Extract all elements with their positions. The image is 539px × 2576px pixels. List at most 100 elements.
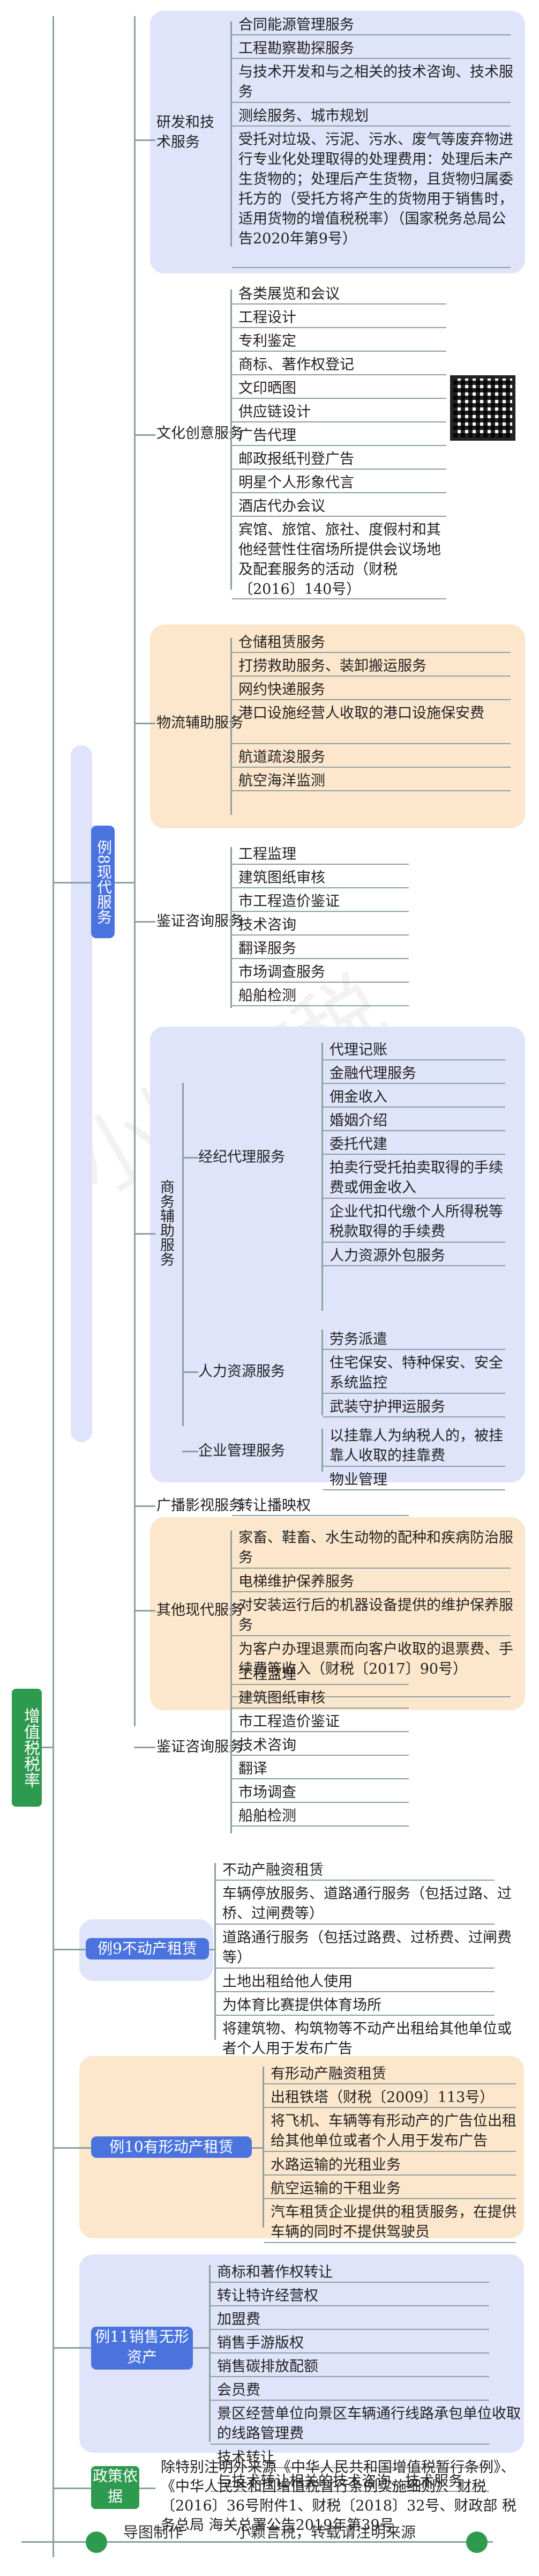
example9-spine [214, 1863, 216, 2040]
list-item: 住宅保安、特种保安、安全系统监控 [330, 1355, 503, 1391]
item-underline [232, 1568, 511, 1569]
item-underline [323, 1265, 505, 1266]
item-underline [232, 958, 409, 959]
logistics-label: 物流辅助服务 [156, 715, 243, 731]
item-underline [232, 911, 409, 912]
item-underline [232, 767, 511, 768]
agency-label: 经纪代理服务 [198, 1149, 285, 1165]
item-underline [232, 982, 409, 983]
item-underline [323, 1393, 505, 1394]
example9-spine-link [209, 1949, 214, 1950]
list-item: 将飞机、车辆等有形动产的广告位出租给其他单位或者个人用于发布广告 [271, 2113, 516, 2149]
item-underline [232, 1684, 409, 1685]
rd-panel [150, 11, 525, 273]
item-underline [211, 2491, 489, 2492]
rd-connector [134, 139, 155, 141]
list-item: 翻译服务 [238, 940, 296, 957]
item-underline [216, 2015, 495, 2016]
list-item: 将建筑物、构筑物等不动产出租给其他单位或者个人用于发布广告 [222, 2021, 512, 2057]
item-underline [232, 934, 409, 936]
hr-label: 人力资源服务 [198, 1363, 285, 1380]
item-underline [216, 1991, 495, 1992]
item-underline [211, 2400, 489, 2401]
list-item: 航空运输的干租业务 [271, 2180, 401, 2197]
item-underline [232, 743, 511, 744]
list-item: 技术转让 [217, 2449, 275, 2466]
item-underline [232, 652, 511, 653]
item-underline [323, 1466, 505, 1467]
item-underline [232, 699, 511, 700]
item-underline [211, 2282, 489, 2283]
list-item: 技术咨询 [238, 917, 296, 933]
item-underline [323, 1130, 505, 1131]
item-underline [211, 2352, 489, 2354]
item-underline [232, 374, 446, 375]
list-item: 代理记账 [330, 1042, 387, 1058]
assurance-label: 鉴证咨询服务 [156, 913, 243, 930]
business-spine [182, 1083, 184, 1426]
item-underline [323, 1416, 505, 1417]
list-item: 不动产融资租赁 [222, 1862, 324, 1879]
list-item: 武装守护押运服务 [330, 1399, 445, 1415]
business-connector [134, 1233, 155, 1235]
item-underline [232, 398, 446, 399]
hr-connector [182, 1371, 198, 1373]
item-underline [232, 1778, 409, 1779]
footer-line [21, 2541, 493, 2543]
list-item: 企业代扣代缴个人所得税等税款取得的手续费 [330, 1204, 503, 1240]
list-item: 销售碳排放配额 [217, 2358, 318, 2375]
item-underline [264, 2174, 516, 2176]
list-item: 会员费 [217, 2382, 260, 2399]
example9-node[interactable]: 例9不动产租赁 [86, 1938, 209, 1959]
broadcast-label: 广播影视服务 [156, 1497, 243, 1514]
item-underline [232, 1708, 409, 1709]
item-underline [264, 2151, 516, 2152]
footer-right: 小颖言税，转载请注明来源 [236, 2523, 416, 2541]
broadcast-connector [134, 1505, 155, 1507]
example8-connector [54, 882, 91, 884]
rd-spine [230, 21, 232, 247]
item-underline [264, 2107, 516, 2108]
list-item: 车辆停放服务、道路通行服务（包括过路、过桥、过闸费等） [222, 1885, 512, 1922]
agency-spine [321, 1043, 323, 1311]
root-node[interactable]: 增值税税率 [12, 1689, 42, 1807]
list-item: 电梯维护保养服务 [238, 1573, 354, 1590]
example11-node[interactable]: 例11销售无形资产 [91, 2327, 193, 2370]
item-underline [216, 1880, 495, 1881]
list-item: 有形动产融资租赁 [271, 2066, 386, 2082]
example10-node[interactable]: 例10有形动产租赁 [91, 2136, 252, 2158]
item-underline [232, 421, 446, 422]
list-item: 物业管理 [330, 1472, 387, 1488]
item-underline [232, 887, 409, 888]
list-item: 供应链设计 [238, 404, 311, 420]
list-item: 劳务派遣 [330, 1331, 387, 1348]
item-underline [323, 1083, 505, 1084]
policy-node[interactable]: 政策依据 [91, 2466, 139, 2509]
list-item: 土地出租给他人使用 [222, 1973, 353, 1990]
list-item: 与技术开发和与之相关的技术咨询、技术服务 [238, 64, 513, 100]
rd-label: 研发和技术服务 [156, 114, 214, 151]
culture-spine [230, 289, 232, 590]
list-item: 酒店代办会议 [238, 498, 325, 515]
item-underline [323, 1198, 505, 1199]
list-item: 航空海洋监测 [238, 773, 325, 789]
item-underline [264, 2198, 516, 2199]
root-connector [42, 1747, 54, 1748]
assurance2-connector [134, 1747, 155, 1748]
list-item: 转让播映权 [238, 1497, 311, 1514]
item-underline [211, 2376, 489, 2377]
item-underline [232, 1696, 511, 1697]
item-underline [211, 2444, 489, 2445]
list-item: 船舶检测 [238, 988, 296, 1004]
item-underline [216, 1968, 495, 1969]
logistics-spine [230, 638, 232, 815]
mgmt-spine [321, 1429, 323, 1472]
list-item: 建筑图纸审核 [238, 870, 325, 886]
list-item: 委托代建 [330, 1136, 387, 1153]
item-underline [232, 675, 511, 677]
list-item: 明星个人形象代言 [238, 474, 354, 491]
item-underline [232, 1591, 511, 1592]
example8-node[interactable]: 例8现代服务 [91, 826, 115, 938]
list-item: 建筑图纸审核 [238, 1690, 325, 1706]
example8-spine-link [115, 882, 134, 884]
